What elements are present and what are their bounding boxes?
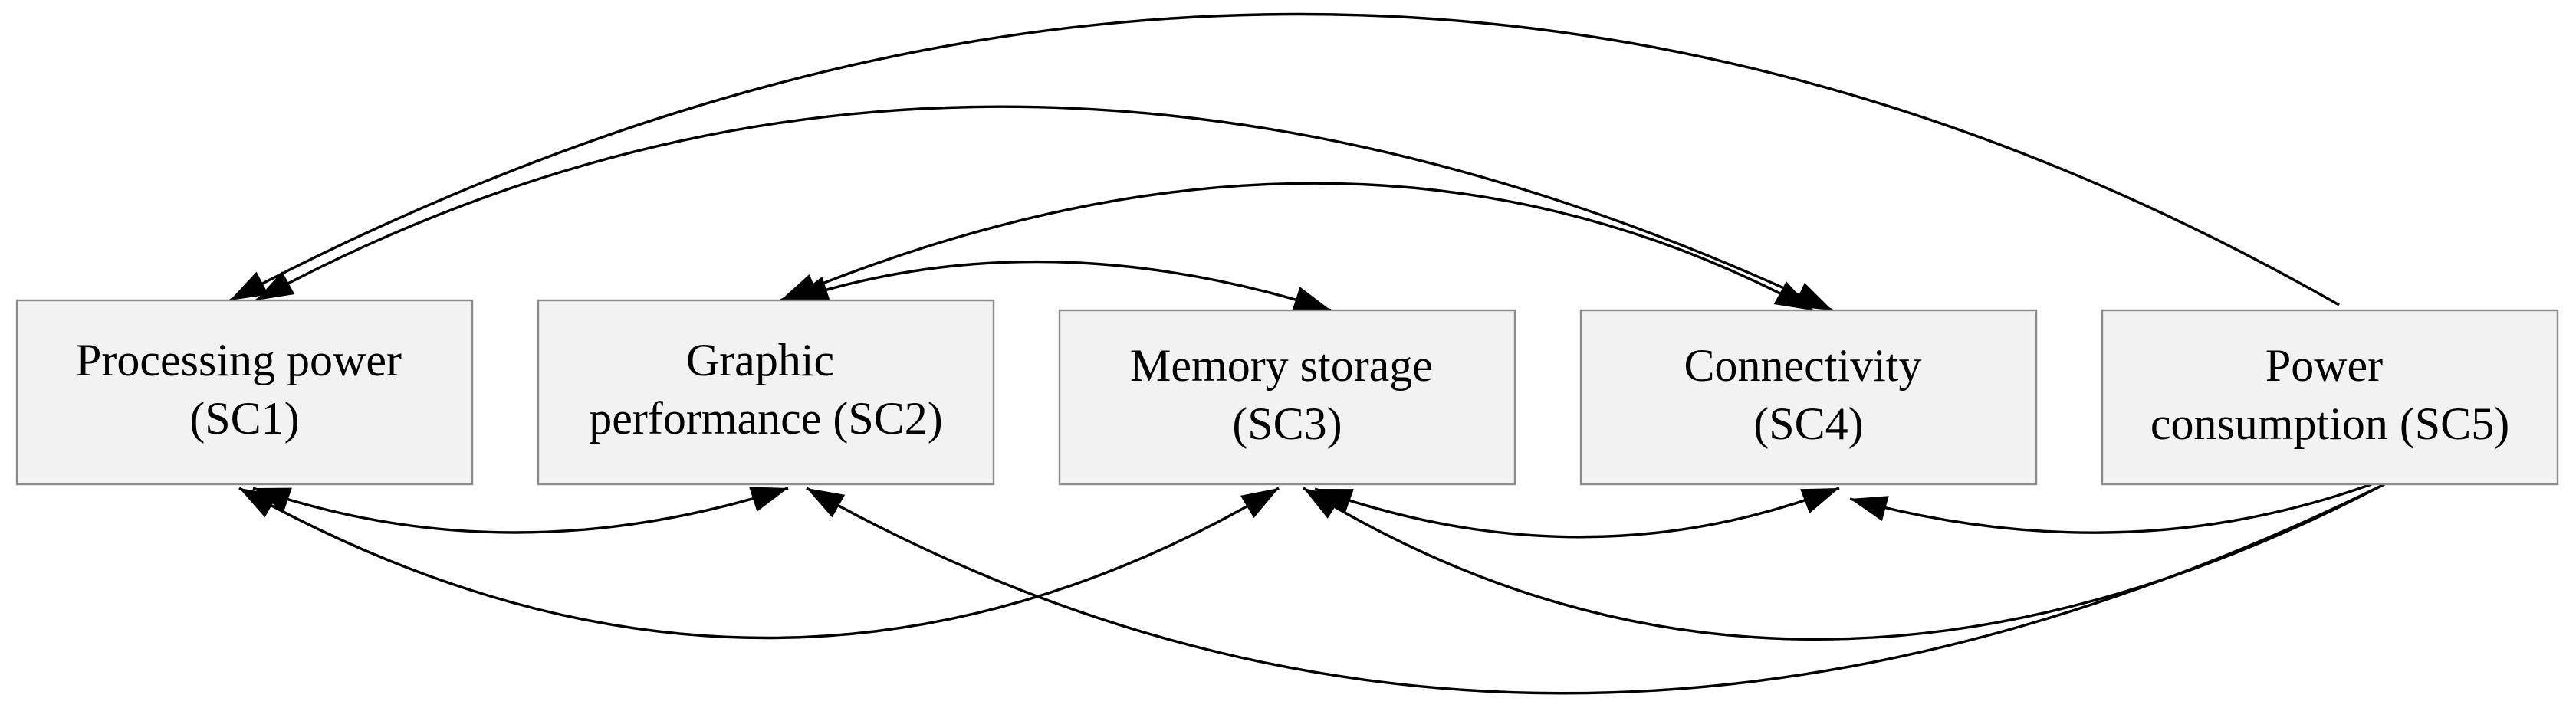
edge-sc1-sc2: [252, 487, 789, 534]
node-sc5-label: Power consumption (SC5): [2150, 340, 2509, 449]
node-sc1-label-line1: Processing power: [76, 335, 402, 385]
edges-layer: [229, 12, 2385, 695]
edge-sc2-sc4: [780, 182, 1813, 312]
node-sc3-label-line2: (SC3): [1232, 398, 1342, 449]
node-sc5-label-line2: consumption (SC5): [2150, 398, 2509, 449]
edge-sc5-to-sc3: [1303, 483, 2385, 641]
node-sc4-box: [1579, 309, 2038, 486]
arrowhead-sc4-icon: [1850, 496, 1889, 522]
node-sc3-box: [1058, 309, 1516, 486]
arrowhead-sc2-icon: [749, 487, 788, 512]
node-sc1-label: Processing power (SC1): [76, 335, 413, 444]
node-sc2-label-line1: Graphic: [686, 335, 834, 385]
edge-sc3-sc4: [1314, 487, 1840, 539]
arrowhead-sc1-icon: [239, 488, 278, 518]
node-sc5[interactable]: Power consumption (SC5): [2101, 309, 2559, 486]
node-sc1-box: [15, 299, 474, 486]
arrowhead-sc3-icon: [1303, 488, 1342, 519]
arrowhead-sc2-icon: [807, 488, 846, 518]
edge-sc2-sc3: [790, 260, 1332, 312]
edge-sc5-to-sc2: [806, 483, 2385, 695]
node-sc1-label-line2: (SC1): [189, 393, 299, 444]
node-sc3[interactable]: Memory storage (SC3): [1058, 309, 1516, 486]
node-sc2-label: Graphic performance (SC2): [589, 335, 942, 444]
arrowhead-sc1-icon: [230, 271, 269, 300]
node-sc2-label-line2: performance (SC2): [589, 393, 942, 444]
arrowhead-sc2-icon: [791, 276, 830, 302]
arrowhead-sc4-icon: [1800, 488, 1839, 514]
edge-sc1-sc3: [238, 487, 1280, 640]
node-sc4[interactable]: Connectivity (SC4): [1579, 309, 2038, 486]
node-sc5-box: [2101, 309, 2559, 486]
arrowheads-layer: [230, 271, 1889, 522]
arrowhead-sc3-icon: [1292, 287, 1331, 312]
node-sc4-label-line1: Connectivity: [1684, 340, 1922, 391]
arrowhead-sc3-icon: [1240, 488, 1279, 519]
node-sc2[interactable]: Graphic performance (SC2): [537, 299, 995, 486]
node-sc5-label-line1: Power: [2266, 340, 2383, 391]
node-sc4-label-line2: (SC4): [1753, 398, 1863, 449]
node-sc3-label: Memory storage (SC3): [1130, 340, 1444, 449]
edge-sc5-to-sc1: [229, 12, 2340, 306]
node-sc1[interactable]: Processing power (SC1): [15, 299, 474, 486]
node-sc3-label-line1: Memory storage: [1130, 340, 1433, 391]
edge-sc1-sc4: [255, 105, 1833, 312]
arrowhead-sc1-icon: [256, 271, 295, 300]
arrowhead-sc4-icon: [1773, 281, 1812, 310]
node-sc2-box: [537, 299, 995, 486]
node-sc4-label: Connectivity (SC4): [1684, 340, 1934, 449]
edge-sc5-to-sc4: [1849, 483, 2372, 534]
